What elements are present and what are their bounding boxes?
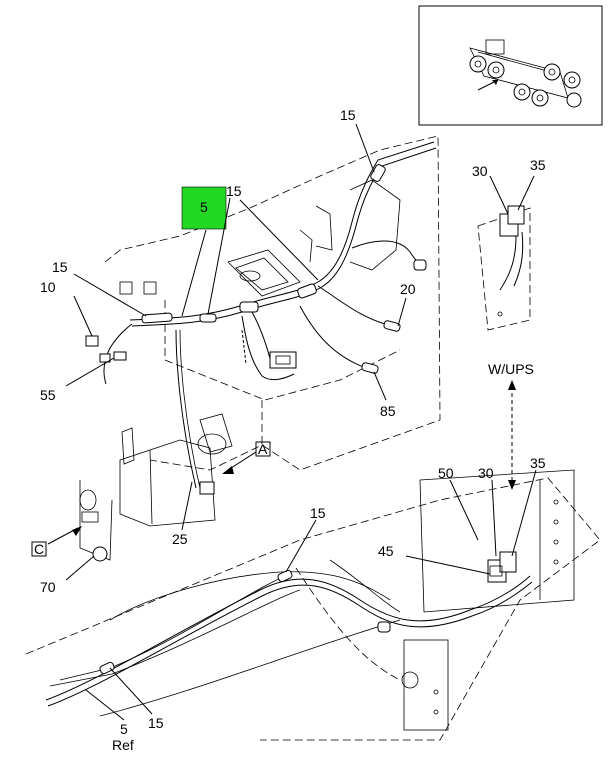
- chassis-thumbnail: [469, 39, 582, 108]
- view-arrow-c[interactable]: [31, 526, 82, 557]
- leader-lines: [65, 123, 537, 721]
- rail-harness: [45, 551, 533, 707]
- chassis-locator-inset: [418, 5, 603, 126]
- callout-35-ups: 35: [530, 157, 546, 173]
- ups-connector-detail: [477, 205, 531, 331]
- callout-85: 85: [380, 403, 396, 419]
- ups-link-arrow: [508, 380, 516, 490]
- grommet-70: [92, 546, 108, 562]
- callout-45: 45: [378, 543, 394, 559]
- callout-30-lower: 30: [478, 465, 494, 481]
- lower-cab-structure: [79, 329, 233, 561]
- frame-rail: [25, 469, 601, 741]
- callout-70: 70: [40, 579, 56, 595]
- firewall-panel: [104, 135, 441, 471]
- view-arrow-a[interactable]: [222, 441, 271, 474]
- callout-15-rail: 15: [310, 505, 326, 521]
- ref-label: Ref: [112, 737, 134, 753]
- callout-30-ups: 30: [472, 163, 488, 179]
- callout-15-bottom: 15: [148, 715, 164, 731]
- callout-50: 50: [438, 465, 454, 481]
- callout-15-harness: 15: [226, 183, 242, 199]
- callout-15-left: 15: [52, 259, 68, 275]
- callout-15-top: 15: [340, 107, 356, 123]
- callout-55: 55: [40, 387, 56, 403]
- highlight-callout-box: [181, 186, 227, 230]
- callout-25: 25: [172, 531, 188, 547]
- w-ups-label: W/UPS: [488, 361, 534, 377]
- callout-5-highlight: 5: [200, 199, 208, 215]
- callout-10: 10: [40, 279, 56, 295]
- callout-35-lower: 35: [530, 455, 546, 471]
- main-harness: [85, 141, 437, 385]
- callout-5-ref: 5: [120, 721, 128, 737]
- callout-20: 20: [400, 281, 416, 297]
- inset-frame: [418, 5, 603, 126]
- view-label-a: A: [258, 441, 268, 457]
- view-label-c: C: [34, 541, 44, 557]
